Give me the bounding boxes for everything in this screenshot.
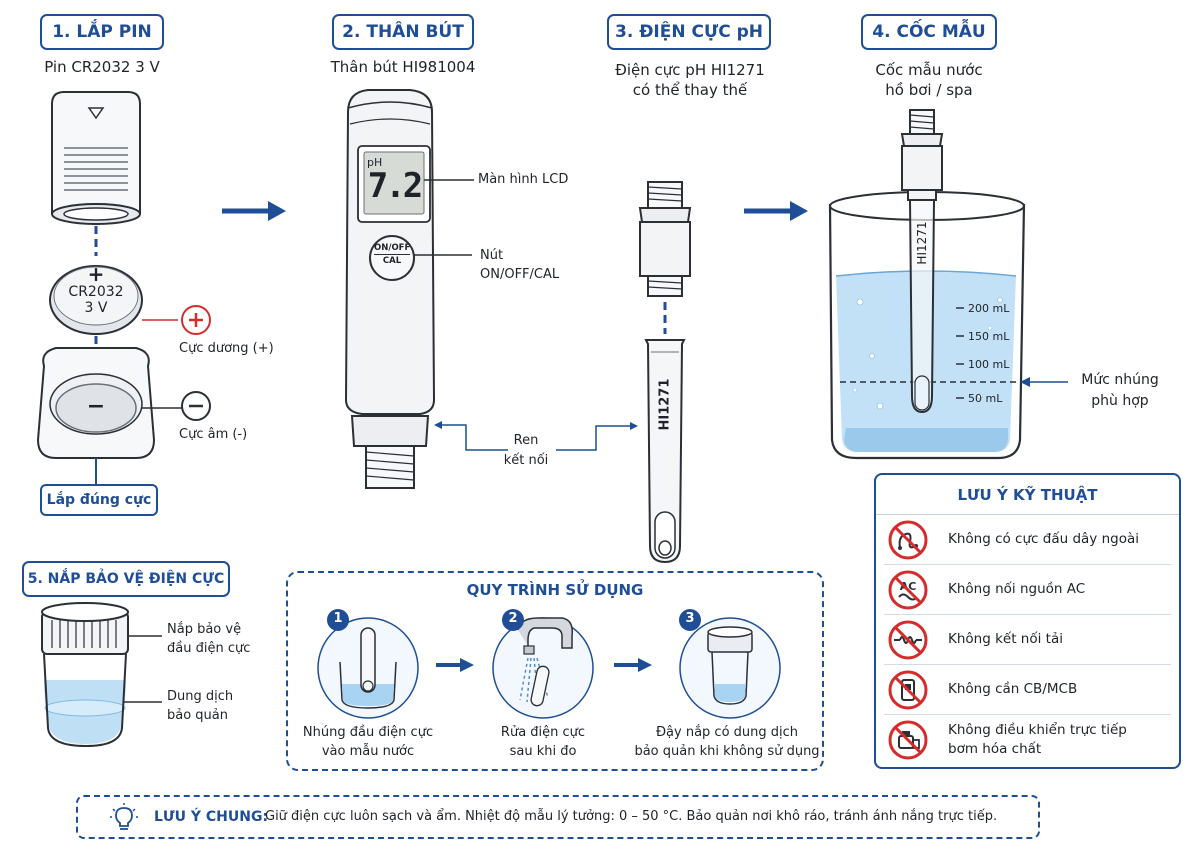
immersion-label-1: Mức nhúng bbox=[1081, 372, 1159, 388]
note-text: Không kết nối tải bbox=[948, 631, 1063, 647]
no-chemical-pump-icon bbox=[888, 720, 928, 760]
on-off-cal-button[interactable]: ON/OFF CAL bbox=[374, 242, 410, 267]
step-3-caption-2: bảo quản khi không sử dụng bbox=[634, 744, 820, 759]
sample-subtitle-2: hồ bơi / spa bbox=[885, 81, 973, 99]
step-1-number: 1 bbox=[333, 611, 343, 626]
button-text-on-off: ON/OFF bbox=[374, 243, 411, 255]
positive-terminal-label: Cực dương (+) bbox=[179, 341, 274, 356]
step-2-caption-2: sau khi đo bbox=[509, 744, 577, 759]
no-breaker-icon bbox=[888, 670, 928, 710]
note-item: Không kết nối tải bbox=[884, 615, 1171, 665]
coin-voltage-text: 3 V bbox=[84, 300, 108, 316]
lcd-value-text: 7.2 bbox=[367, 166, 423, 206]
lcd-unit-text: pH bbox=[367, 156, 383, 169]
coin-plus-sign: + bbox=[87, 262, 105, 286]
note-text-multiline: Không điều khiển trực tiếp bơm hóa chất bbox=[948, 715, 1127, 765]
battery-subtitle: Pin CR2032 3 V bbox=[44, 58, 160, 76]
process-title: QUY TRÌNH SỬ DỤNG bbox=[466, 581, 644, 599]
graduation-mark-150: 150 mL bbox=[968, 330, 1010, 343]
note-text-line-1: Không điều khiển trực tiếp bbox=[948, 722, 1127, 738]
sample-cup-illustration bbox=[828, 109, 1068, 460]
protective-cap-illustration bbox=[41, 602, 162, 748]
holder-minus-sign: − bbox=[86, 394, 106, 419]
immersion-label-2: phù hợp bbox=[1091, 393, 1149, 409]
process-steps-illustration bbox=[317, 609, 781, 719]
step-3-caption-1: Đậy nắp có dung dịch bbox=[655, 725, 799, 740]
note-text-line-2: bơm hóa chất bbox=[948, 741, 1042, 757]
body-section-title: 2. THÂN BÚT bbox=[332, 14, 474, 50]
general-note-text: Giữ điện cực luôn sạch và ẩm. Nhiệt độ m… bbox=[265, 809, 998, 824]
general-note-title: LƯU Ý CHUNG: bbox=[154, 809, 269, 825]
button-text-cal: CAL bbox=[382, 256, 402, 266]
note-item: AC Không nối nguồn AC bbox=[884, 565, 1171, 615]
solution-label-2: bảo quản bbox=[167, 708, 229, 723]
electrode-illustration bbox=[638, 181, 692, 564]
note-text: Không có cực đấu dây ngoài bbox=[948, 531, 1139, 547]
step-3-number: 3 bbox=[685, 611, 695, 626]
step-1-caption-2: vào mẫu nước bbox=[321, 744, 415, 759]
coin-model-text: CR2032 bbox=[68, 284, 124, 300]
electrode-model-text: HI1271 bbox=[657, 378, 673, 431]
no-load-icon bbox=[888, 620, 928, 660]
usage-process-panel: QUY TRÌNH SỬ DỤNG bbox=[286, 571, 824, 771]
note-item: Không điều khiển trực tiếp bơm hóa chất bbox=[884, 715, 1171, 765]
step-1-caption-1: Nhúng đầu điện cực bbox=[302, 725, 434, 740]
graduation-mark-100: 100 mL bbox=[968, 358, 1010, 371]
electrode-section-title: 3. ĐIỆN CỰC pH bbox=[607, 14, 771, 50]
cap-section-title: 5. NẮP BẢO VỆ ĐIỆN CỰC bbox=[22, 561, 230, 597]
sample-subtitle-1: Cốc mẫu nước bbox=[875, 61, 983, 79]
lcd-screen-label: Màn hình LCD bbox=[478, 172, 569, 187]
cap-label-1: Nắp bảo vệ bbox=[167, 622, 242, 637]
technical-notes-panel: LƯU Ý KỸ THUẬT Không có cực đấu dây ngoà… bbox=[874, 473, 1181, 769]
note-item: Không cần CB/MCB bbox=[884, 665, 1171, 715]
step-2-caption-1: Rửa điện cực bbox=[500, 725, 586, 740]
battery-cover-illustration bbox=[36, 91, 211, 484]
probe-model-text: HI1271 bbox=[915, 221, 929, 265]
graduation-mark-200: 200 mL bbox=[968, 302, 1010, 315]
electrode-subtitle-2: có thể thay thế bbox=[632, 81, 748, 99]
technical-notes-title: LƯU Ý KỸ THUẬT bbox=[876, 475, 1179, 515]
electrode-subtitle-1: Điện cực pH HI1271 bbox=[615, 61, 765, 79]
body-subtitle: Thân bút HI981004 bbox=[330, 58, 476, 76]
solution-label-1: Dung dịch bbox=[167, 689, 234, 704]
negative-terminal-label: Cực âm (-) bbox=[179, 427, 248, 442]
no-external-wire-icon bbox=[888, 520, 928, 560]
note-text: Không cần CB/MCB bbox=[948, 681, 1078, 697]
thread-label-1: Ren bbox=[513, 433, 539, 448]
sample-section-title: 4. CỐC MẪU bbox=[861, 14, 997, 50]
cap-label-2: đầu điện cực bbox=[167, 641, 251, 656]
button-label-1: Nút bbox=[480, 248, 504, 263]
no-ac-power-icon: AC bbox=[888, 570, 928, 610]
thread-label-2: kết nối bbox=[503, 453, 549, 468]
step-2-number: 2 bbox=[508, 611, 518, 626]
note-item: Không có cực đấu dây ngoài bbox=[884, 515, 1171, 565]
arrow-right-icon bbox=[222, 201, 286, 221]
arrow-right-icon bbox=[744, 201, 808, 221]
pen-body-illustration bbox=[344, 89, 638, 489]
correct-polarity-badge: Lắp đúng cực bbox=[40, 484, 158, 516]
button-label-2: ON/OFF/CAL bbox=[480, 267, 560, 282]
lightbulb-icon bbox=[110, 803, 138, 830]
graduation-mark-50: 50 mL bbox=[968, 392, 1003, 405]
note-text: Không nối nguồn AC bbox=[948, 581, 1086, 597]
battery-section-title: 1. LẮP PIN bbox=[40, 14, 164, 50]
general-note-panel: LƯU Ý CHUNG: Giữ điện cực luôn sạch và ẩ… bbox=[76, 795, 1040, 839]
ac-text: AC bbox=[900, 580, 917, 593]
